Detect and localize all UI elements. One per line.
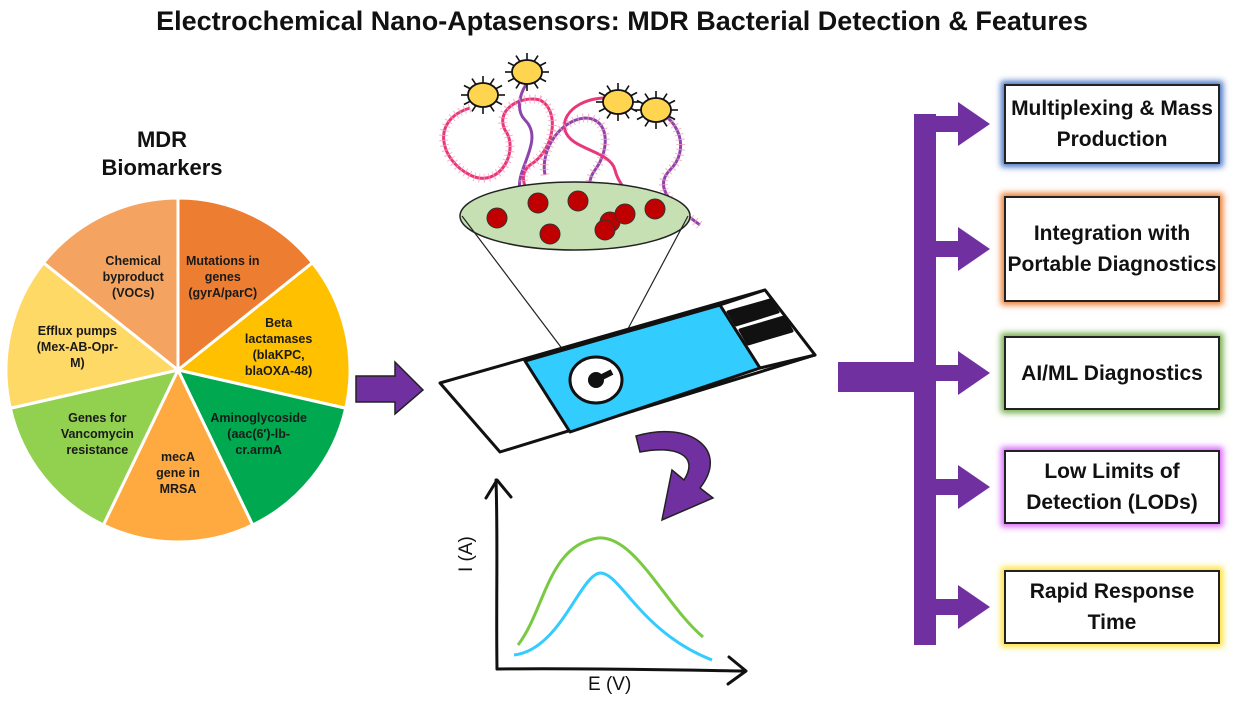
feature-branch-arrow-1 bbox=[914, 102, 990, 146]
pie-slice-label-3: Aminoglycoside (aac(6′)-lb- cr.armA bbox=[210, 411, 307, 458]
feature-box-1: Multiplexing & Mass Production bbox=[1004, 84, 1220, 164]
biomarker-pie bbox=[4, 196, 352, 544]
sun-tag-3 bbox=[602, 89, 634, 115]
sun-tag-1 bbox=[467, 82, 499, 108]
voltammogram-curve-green bbox=[516, 536, 704, 646]
sensor-to-graph-arrow bbox=[635, 430, 715, 522]
pie-heading-line2: Biomarkers bbox=[101, 155, 223, 180]
nanoparticle-5 bbox=[614, 203, 636, 225]
pie-slice-6 bbox=[4, 260, 182, 411]
feature-branch-arrow-5 bbox=[914, 585, 990, 629]
feature-branch-arrow-2 bbox=[914, 227, 990, 271]
pie-to-sensor-arrow bbox=[355, 360, 425, 416]
voltammogram-curve-blue bbox=[513, 571, 713, 662]
pie-slice-label-6: Efflux pumps (Mex-AB-Opr- M) bbox=[36, 324, 118, 371]
nanoparticle-7 bbox=[539, 223, 561, 245]
pie-slice-label-1: Mutations in genes (gyrA/parC) bbox=[185, 254, 260, 301]
x-axis-label: E (V) bbox=[588, 674, 632, 695]
pie-slice-label-7: Chemical byproduct (VOCs) bbox=[102, 254, 164, 301]
feature-box-2: Integration with Portable Diagnostics bbox=[1004, 196, 1220, 302]
electrode-surface-zoom bbox=[459, 181, 691, 251]
pie-slice-label-4: mecA gene in MRSA bbox=[156, 450, 200, 497]
signal-tags bbox=[461, 53, 678, 129]
sensor-to-features-arrow bbox=[838, 362, 914, 392]
feature-box-5: Rapid Response Time bbox=[1004, 570, 1220, 644]
nanoparticle-8 bbox=[594, 219, 616, 241]
y-axis-label: I (A) bbox=[456, 536, 477, 572]
pie-slice-3 bbox=[175, 367, 348, 527]
pie-slice-label-5: Genes for Vancomycin resistance bbox=[60, 411, 134, 458]
pie-slice-4 bbox=[101, 366, 255, 544]
pie-slice-7 bbox=[41, 196, 180, 374]
screen-printed-electrode bbox=[438, 288, 817, 454]
nanoparticles bbox=[486, 190, 666, 245]
feature-branch-arrow-3 bbox=[914, 351, 990, 395]
pie-slice-1 bbox=[176, 196, 315, 374]
feature-box-3: AI/ML Diagnostics bbox=[1004, 336, 1220, 410]
voltammogram-axes bbox=[484, 478, 748, 686]
nanoparticle-3 bbox=[567, 190, 589, 212]
page-title: Electrochemical Nano-Aptasensors: MDR Ba… bbox=[156, 6, 1088, 36]
pie-heading-line1: MDR bbox=[136, 127, 188, 152]
nanoparticle-2 bbox=[527, 192, 549, 214]
nanoparticle-6 bbox=[644, 198, 666, 220]
feature-branch-arrow-4 bbox=[914, 465, 990, 509]
feature-branches bbox=[914, 102, 990, 645]
sun-tag-4 bbox=[640, 97, 672, 123]
pie-slice-label-2: Beta lactamases (blaKPC, blaOXA-48) bbox=[244, 316, 313, 379]
pie-slice-5 bbox=[8, 367, 181, 527]
pie-heading: MDR Biomarkers bbox=[62, 126, 262, 182]
nanoparticle-1 bbox=[486, 207, 508, 229]
pie-slice-2 bbox=[174, 260, 352, 411]
sun-tag-2 bbox=[511, 59, 543, 85]
feature-box-4: Low Limits of Detection (LODs) bbox=[1004, 450, 1220, 524]
